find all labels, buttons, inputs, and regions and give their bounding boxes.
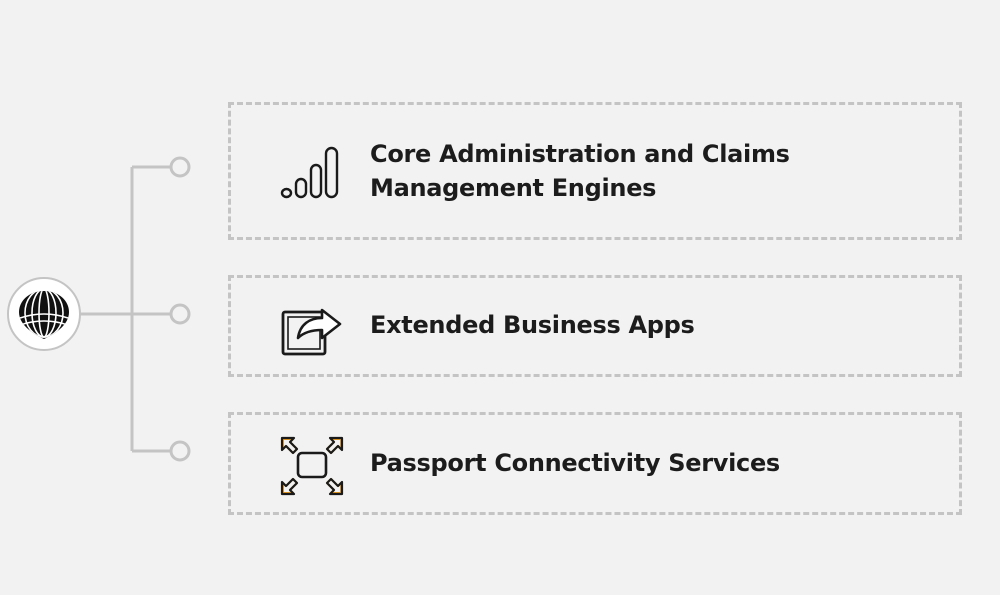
connector-node-3 xyxy=(169,440,191,462)
converge-arrows-icon xyxy=(280,436,344,496)
card-passport-connectivity[interactable]: Passport Connectivity Services xyxy=(228,412,962,515)
card-label: Extended Business Apps xyxy=(370,311,695,339)
card-label: Core Administration and Claims Managemen… xyxy=(370,140,790,202)
connector-node-2 xyxy=(169,303,191,325)
card-extended-business-apps[interactable]: Extended Business Apps xyxy=(228,275,962,377)
bar-chart-signal-icon xyxy=(280,146,339,199)
card-core-administration[interactable]: Core Administration and Claims Managemen… xyxy=(228,102,962,240)
share-export-icon xyxy=(281,308,342,356)
globe-logo-icon xyxy=(19,291,69,339)
company-logo xyxy=(7,277,81,351)
card-label: Passport Connectivity Services xyxy=(370,449,780,477)
connector-node-1 xyxy=(169,156,191,178)
